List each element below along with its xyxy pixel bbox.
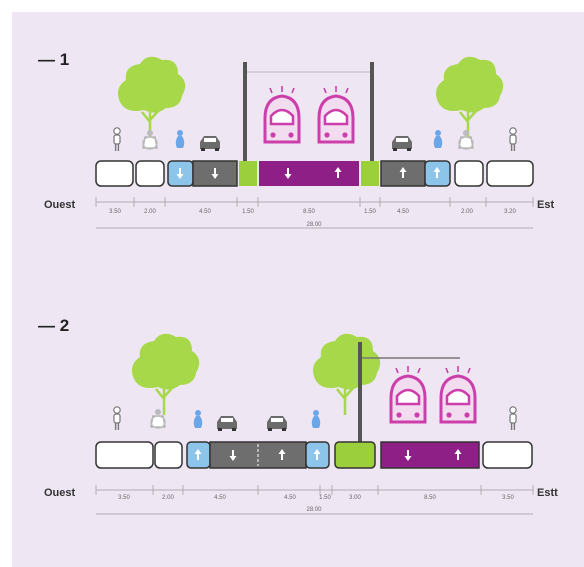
pole [370, 62, 374, 162]
west-label: Ouest [44, 487, 76, 499]
west-label: Ouest [44, 199, 76, 211]
tram-lane [259, 161, 359, 186]
dimension-label: 4.50 [397, 209, 409, 215]
green-strip [239, 161, 257, 186]
dimension-label: 4.50 [284, 495, 296, 501]
dimension-label: 2.00 [144, 209, 156, 215]
pedestrian-icon [509, 406, 517, 431]
tram-icon [389, 364, 427, 424]
section-1-label: — 1 [38, 50, 70, 69]
cyclist-icon [311, 410, 321, 428]
dimension-ticks [95, 485, 534, 495]
pole [358, 342, 362, 445]
tree-icon [116, 55, 187, 140]
tree-icon [434, 55, 505, 140]
section-1: 3.50 2.00 4.50 1.50 8.50 1.50 4.50 2.00 3.20 Oue… [44, 55, 554, 229]
dimension-label: 2.00 [461, 209, 473, 215]
total-width-label: 28.00 [306, 222, 322, 228]
tree-icon [130, 332, 201, 417]
bike-parking [154, 441, 183, 469]
dimension-label: 3.00 [349, 495, 361, 501]
pedestrian-icon [509, 127, 517, 152]
sidewalk [95, 160, 134, 187]
bicycle-icon [142, 129, 158, 150]
dimension-label: 1.50 [319, 495, 331, 501]
dimension-label: 3.50 [109, 209, 121, 215]
dimension-label: 3.20 [504, 209, 516, 215]
dimension-label: 2.00 [162, 495, 174, 501]
cyclist-icon [175, 130, 185, 148]
bike-parking [135, 160, 165, 187]
car-icon [392, 136, 412, 151]
dimension-labels: 3.50 2.00 4.50 4.50 1.50 3.00 8.50 3.50 [118, 495, 514, 501]
tree-icon [311, 332, 382, 417]
cyclist-icon [193, 410, 203, 428]
tram-icon [439, 364, 477, 424]
dimension-label: 4.50 [199, 209, 211, 215]
cyclist-icon [433, 130, 443, 148]
tram-icon [263, 84, 301, 144]
section-2: 3.50 2.00 4.50 4.50 1.50 3.00 8.50 3.50 Ouest E… [44, 332, 558, 515]
section-2-label: — 2 [38, 316, 70, 335]
bike-parking [454, 160, 484, 187]
green-strip [334, 441, 376, 469]
total-width-label: 28.00 [306, 507, 322, 513]
dimension-label: 1.50 [242, 209, 254, 215]
dimension-label: 8.50 [303, 209, 315, 215]
pole [243, 62, 247, 162]
dimension-label: 3.50 [118, 495, 130, 501]
pedestrian-icon [113, 127, 121, 152]
car-icon [267, 416, 287, 431]
east-label: Est [537, 199, 554, 211]
pedestrian-icon [113, 406, 121, 431]
tram-icon [317, 84, 355, 144]
sidewalk [482, 441, 533, 469]
dimension-labels: 3.50 2.00 4.50 1.50 8.50 1.50 4.50 2.00 3.20 [109, 209, 516, 215]
east-label: Estt [537, 487, 558, 499]
dimension-label: 3.50 [502, 495, 514, 501]
green-strip [361, 161, 379, 186]
sidewalk [95, 441, 154, 469]
car-icon [200, 136, 220, 151]
car-icon [217, 416, 237, 431]
tram-lane [380, 441, 480, 469]
dimension-ticks [95, 197, 534, 207]
dimension-label: 1.50 [364, 209, 376, 215]
sidewalk [486, 160, 534, 187]
bicycle-icon [458, 129, 474, 150]
dimension-label: 8.50 [424, 495, 436, 501]
dimension-label: 4.50 [214, 495, 226, 501]
